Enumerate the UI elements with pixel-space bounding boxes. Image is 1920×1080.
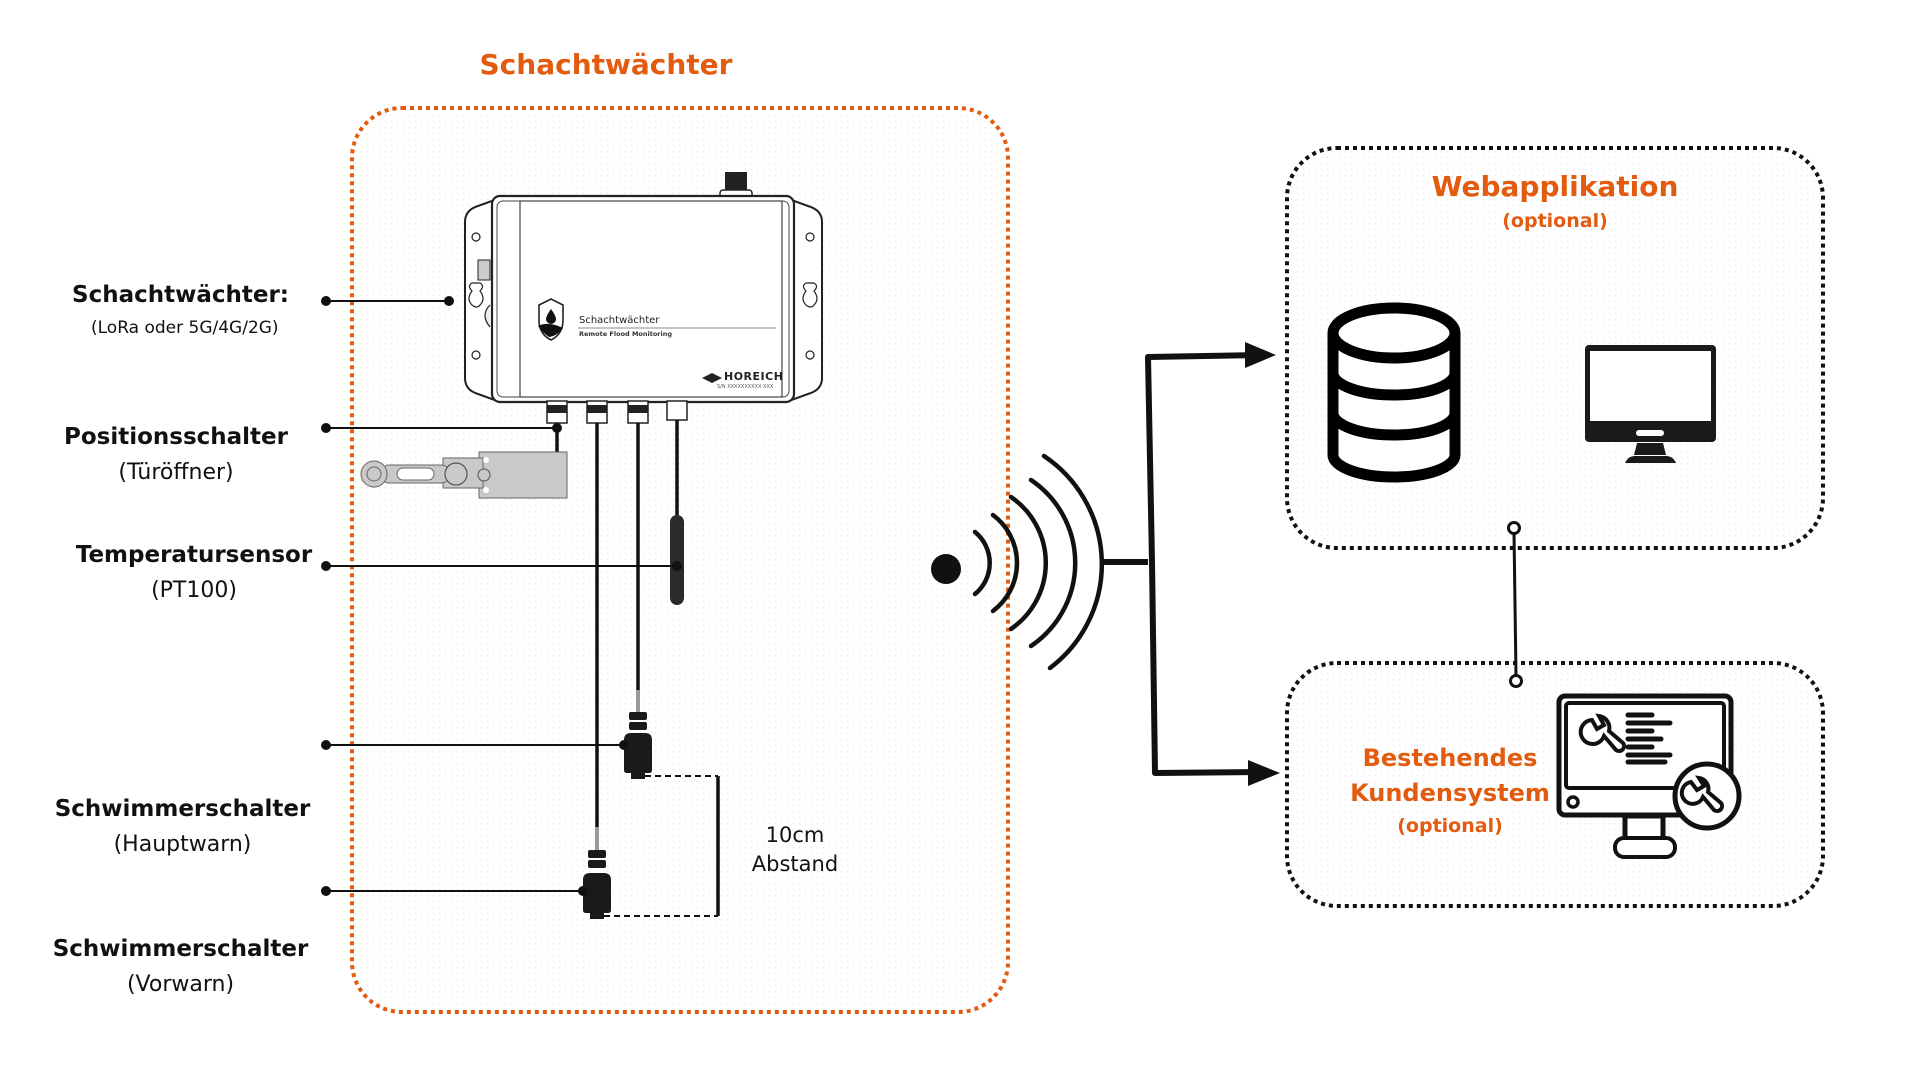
label-schwimmer-vor-subtitle: (Vorwarn) [126, 972, 235, 997]
distance-dimension [604, 775, 720, 917]
dimension-label: Abstand [751, 852, 839, 876]
cable-gland [546, 400, 688, 424]
device-enclosure [464, 172, 823, 424]
webapp-title: Webapplikation [1431, 170, 1679, 203]
wireless-signal-icon [931, 453, 1105, 671]
label-schwimmer-haupt-title: Schwimmerschalter [54, 796, 311, 822]
device-serial: S/N XXXXXXXXXX XXX [717, 384, 774, 390]
float-switch-pre-icon [583, 827, 611, 919]
leader-lines [321, 296, 682, 896]
label-schachtwaechter-title: Schachtwächter: [72, 282, 290, 308]
monitor-icon [1585, 345, 1716, 463]
float-switch-main-icon [624, 690, 652, 779]
webapp-subtitle: (optional) [1502, 210, 1608, 232]
label-schwimmer-haupt-subtitle: (Hauptwarn) [113, 832, 252, 857]
customer-system-title-line2: Kundensystem [1350, 779, 1550, 807]
label-temperatursensor-title: Temperatursensor [75, 542, 313, 568]
arrow-to-customer-system-icon [1248, 760, 1280, 786]
customer-system-title-line1: Bestehendes [1362, 744, 1538, 772]
data-flow-arrows [1102, 352, 1263, 776]
shield-water-logo-icon [538, 298, 564, 341]
label-schachtwaechter-subtitle: (LoRa oder 5G/4G/2G) [91, 318, 279, 338]
database-icon [1327, 302, 1461, 483]
label-schwimmer-vor-title: Schwimmerschalter [52, 936, 309, 962]
device-product-name: Schachtwächter [579, 315, 660, 326]
horeich-logo-icon [702, 373, 722, 383]
label-positionsschalter-title: Positionsschalter [63, 424, 288, 450]
customer-system-subtitle: (optional) [1397, 815, 1503, 837]
position-switch-icon [360, 451, 568, 499]
arrow-to-webapp-icon [1245, 342, 1276, 368]
monitor-settings-icon [1556, 693, 1742, 859]
main-box-title: Schachtwächter [479, 48, 733, 81]
box-connector [1507, 521, 1523, 688]
device-tagline: Remote Flood Monitoring [579, 330, 673, 338]
device-brand: HOREICH [724, 370, 784, 383]
label-positionsschalter-subtitle: (Türöffner) [118, 460, 234, 485]
temperature-sensor-icon [670, 515, 684, 605]
dimension-value: 10cm [765, 823, 825, 847]
label-temperatursensor-subtitle: (PT100) [151, 578, 237, 603]
